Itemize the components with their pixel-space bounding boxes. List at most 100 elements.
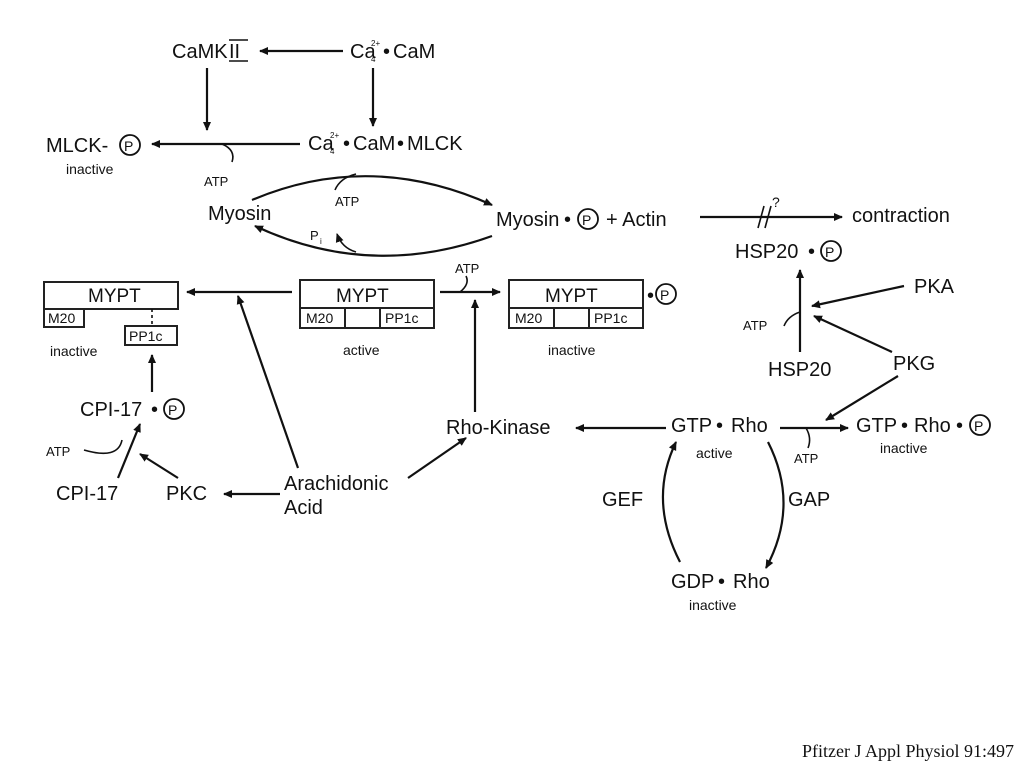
dot-symbol: • <box>383 41 390 63</box>
cpi17-p-node: CPI-17 • P <box>80 398 185 421</box>
pp1c-right-label: PP1c <box>594 310 627 326</box>
mlck-p-node: MLCK- P inactive <box>46 134 141 177</box>
phosphate-p: P <box>124 138 133 154</box>
camk-label: CaMK <box>172 41 228 63</box>
citation: Pfitzer J Appl Physiol 91:497 <box>801 741 1014 761</box>
dot-symbol-11: • <box>718 571 725 593</box>
atp-label-myosin: ATP <box>335 194 359 209</box>
atp-label-hsp20: ATP <box>743 318 767 333</box>
atp-label-mlck: ATP <box>204 174 228 189</box>
dot-symbol-3: • <box>397 133 404 155</box>
atp-hook-mlck <box>221 143 234 163</box>
arrow-pka-to-hsp20 <box>811 284 905 309</box>
arrow-cpi17-phosphorylation <box>116 423 142 479</box>
hsp20-p-node: HSP20 • P <box>735 240 842 263</box>
m20-left-rect <box>43 308 85 328</box>
pp1c-center-rect <box>379 307 435 329</box>
atp-hook-hsp20 <box>783 311 801 327</box>
pp1c-left-label: PP1c <box>129 328 162 344</box>
mypt-right-label: MYPT <box>545 286 598 307</box>
phosphate-circle-icon-6 <box>969 414 991 436</box>
dot-symbol-7: • <box>151 399 158 421</box>
hsp20-label: HSP20 <box>768 359 831 381</box>
cam-label-2: CaM <box>353 133 395 155</box>
pp1c-left-rect <box>124 325 178 346</box>
arrow-pkc-to-cpi17 <box>139 453 179 479</box>
arrow-aa-to-rho-kinase <box>407 437 467 479</box>
arachidonic-label: Arachidonic <box>284 473 389 495</box>
ca-cam-mlck-node: Ca 2+ 4 • CaM • MLCK <box>308 131 463 156</box>
phosphate-p-4: P <box>660 287 669 303</box>
gdp-rho-inactive-label: inactive <box>689 597 737 613</box>
gef-label: GEF <box>602 489 643 511</box>
m20-right-rect <box>508 307 555 329</box>
mypt-left-box: MYPT M20 PP1c inactive <box>43 281 179 359</box>
rho-label-3: Rho <box>733 571 770 593</box>
pi-label: P <box>310 228 319 243</box>
atp-hook-cpi17 <box>83 439 123 455</box>
phosphate-p-6: P <box>974 418 983 434</box>
myosin-label: Myosin <box>208 203 271 225</box>
camk-roman-label: II <box>229 41 240 63</box>
question-mark: ? <box>772 194 780 210</box>
phosphate-circle-icon-3 <box>820 240 842 262</box>
atp-label-rho: ATP <box>794 451 818 466</box>
mypt-right-box: MYPT M20 PP1c • P inactive <box>508 279 677 358</box>
pkc-label: PKC <box>166 483 207 505</box>
ca-superscript-2: 2+ <box>330 131 339 140</box>
gtp-rho-active-label: active <box>696 445 733 461</box>
phosphate-p-5: P <box>168 402 177 418</box>
phosphate-circle-icon-4 <box>655 283 677 305</box>
arrow-myosin-dephosphorylation <box>254 225 493 257</box>
atp-hook-rho <box>805 427 811 449</box>
pkg-label: PKG <box>893 353 935 375</box>
gdp-label: GDP <box>671 571 714 593</box>
atp-label-mypt: ATP <box>455 261 479 276</box>
acid-label: Acid <box>284 497 323 519</box>
phosphate-circle-icon-5 <box>163 398 185 420</box>
ca-superscript: 2+ <box>371 39 380 48</box>
mypt-center-label: MYPT <box>336 286 389 307</box>
arrow-pkg-to-hsp20 <box>813 315 893 353</box>
ca-subscript: 4 <box>371 55 376 64</box>
rho-label-2: Rho <box>914 415 951 437</box>
arrow-gap <box>765 441 785 569</box>
mypt-left-inactive-label: inactive <box>50 343 98 359</box>
camkii-node: CaMK II <box>172 39 248 63</box>
dot-symbol-10: • <box>956 415 963 437</box>
m20-right-label: M20 <box>515 310 542 326</box>
myosin-p-label: Myosin <box>496 209 559 231</box>
gtp-rho-p-inactive-label: inactive <box>880 440 928 456</box>
atp-label-cpi17: ATP <box>46 444 70 459</box>
pi-release-arrow <box>335 233 357 253</box>
atp-hook-mypt <box>459 275 468 293</box>
inhibition-slash-2 <box>764 205 772 229</box>
dot-symbol-4: • <box>564 209 571 231</box>
arrow-pkg-to-rho <box>825 375 899 421</box>
plus-actin-label: + Actin <box>606 209 667 231</box>
ca-label: Ca <box>350 41 376 63</box>
mypt-left-rect <box>43 281 179 310</box>
pp1c-right-rect <box>588 307 644 329</box>
rho-label: Rho <box>731 415 768 437</box>
phosphate-p-2: P <box>582 212 591 228</box>
cpi17-label: CPI-17 <box>56 483 118 505</box>
ca-label-2: Ca <box>308 133 334 155</box>
ca-cam-node: Ca 2+ 4 • CaM <box>350 39 435 64</box>
ca-subscript-2: 4 <box>330 147 335 156</box>
pka-label: PKA <box>914 276 955 298</box>
hsp20-p-label: HSP20 <box>735 241 798 263</box>
mypt-left-label: MYPT <box>88 286 141 307</box>
phosphate-circle-icon <box>119 134 141 156</box>
atp-hook-myosin <box>334 173 357 191</box>
m20-left-label: M20 <box>48 310 75 326</box>
dot-symbol-6: • <box>647 285 654 307</box>
gtp-label: GTP <box>671 415 712 437</box>
m20-center-label: M20 <box>306 310 333 326</box>
arrow-gef <box>661 441 681 563</box>
rho-kinase-label: Rho-Kinase <box>446 417 551 439</box>
dot-symbol-2: • <box>343 133 350 155</box>
mypt-center-active-label: active <box>343 342 380 358</box>
gtp-rho-p-node: GTP • Rho • P inactive <box>856 414 991 456</box>
